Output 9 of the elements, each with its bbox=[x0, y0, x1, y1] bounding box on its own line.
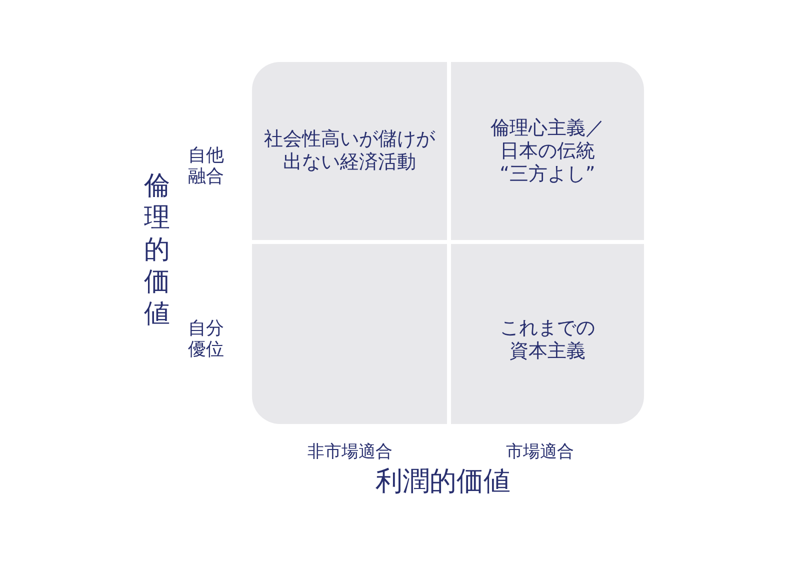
quadrant-label: 社会性高いが儲けが出ない経済活動 bbox=[262, 128, 436, 174]
axis-title: 倫理的価値 bbox=[144, 170, 171, 330]
quadrant-label: 倫理心主義／日本の伝統“三方よし” bbox=[490, 116, 606, 186]
axis-title: 利潤的価値 bbox=[376, 466, 510, 498]
axis-label: 市場適合 bbox=[506, 442, 574, 462]
axis-label: 自他融合 bbox=[188, 145, 224, 187]
axis-label: 非市場適合 bbox=[308, 442, 392, 462]
axis-label: 自分優位 bbox=[188, 318, 224, 360]
quadrant-label: これまでの資本主義 bbox=[498, 317, 596, 363]
